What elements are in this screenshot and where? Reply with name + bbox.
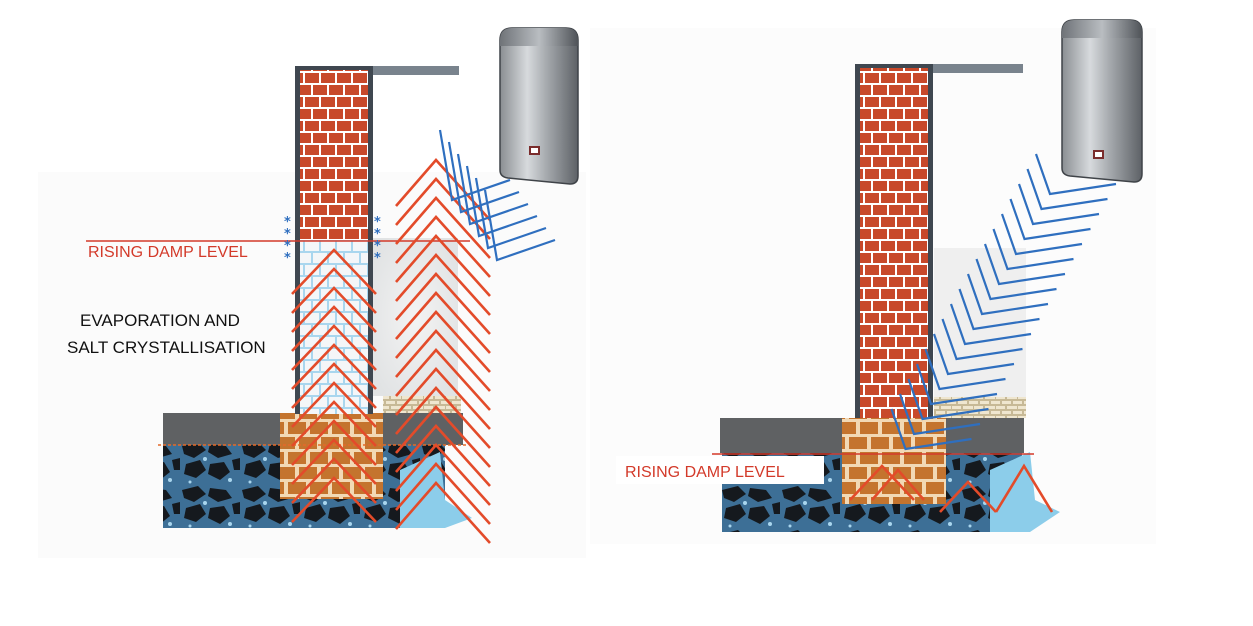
groundwater: [400, 452, 472, 528]
red-wave-chevron: [395, 386, 491, 449]
blue-wave-chevron: [1034, 153, 1117, 196]
red-waves-radiating: [395, 158, 491, 544]
red-wave-chevron: [395, 481, 491, 544]
svg-text:*: *: [284, 239, 291, 254]
svg-text:*: *: [374, 215, 381, 230]
blue-wave-chevron: [915, 363, 998, 406]
blue-wave-chevron: [1017, 183, 1100, 226]
blue-wave-chevron: [465, 165, 538, 238]
red-wave-chevron: [395, 196, 491, 259]
wall-dehumidifier-device-icon: [499, 27, 579, 185]
wall-dehumidifier-device-icon-right: [1061, 19, 1143, 183]
blue-wave-chevron: [1009, 198, 1091, 241]
blue-wave-chevron: [890, 408, 972, 451]
blue-waves-from-device-right: [890, 153, 1117, 451]
dry-brick-wall-right: [860, 68, 928, 418]
blue-wave-chevron: [907, 378, 989, 421]
red-wave-chevron: [291, 248, 377, 295]
red-wave-chevron: [395, 424, 491, 487]
blue-wave-chevron: [456, 153, 529, 226]
blue-wave-chevron: [975, 258, 1057, 301]
blue-wave-chevron: [447, 141, 520, 214]
red-wave-chevron: [395, 443, 491, 506]
svg-text:*: *: [284, 215, 291, 230]
right-panel: RISING DAMP LEVEL: [590, 19, 1156, 544]
red-waves-foundation: [849, 463, 1054, 513]
blue-wave-chevron: [924, 348, 1006, 391]
red-wave-chevron: [395, 462, 491, 525]
floor-slab-right-1: [720, 418, 842, 453]
left-panel: **** **** RISING DAMP LEVEL EVAPORATION …: [38, 27, 586, 558]
red-wave-chevron: [291, 476, 377, 523]
blue-wave-chevron: [992, 228, 1074, 271]
blue-wave-chevron: [932, 333, 1015, 376]
blue-wave-chevron: [983, 243, 1066, 286]
dry-brick-wall: [300, 70, 368, 240]
right-damp-label: RISING DAMP LEVEL: [625, 464, 785, 481]
floor-slab-right-2: [946, 418, 1024, 453]
blue-waves-from-device: [438, 129, 556, 262]
red-wave-chevron: [291, 400, 377, 447]
annotation-line-1: EVAPORATION AND: [80, 311, 240, 330]
floor-slab-left: [163, 413, 295, 445]
ceiling-bar-right: [933, 64, 1023, 73]
blue-wave-chevron: [474, 177, 547, 250]
blue-wave-chevron: [966, 273, 1049, 316]
svg-text:*: *: [374, 227, 381, 242]
red-waves-through-wall: [291, 248, 377, 523]
red-wave-chevron: [395, 405, 491, 468]
red-wave-chevron: [395, 234, 491, 297]
red-wave-chevron: [291, 305, 377, 352]
red-wave-chevron: [395, 253, 491, 316]
blue-wave-chevron: [1026, 168, 1108, 211]
red-wave-chevron: [291, 267, 377, 314]
right-label-box: [616, 456, 824, 484]
red-wave-chevron: [395, 291, 491, 354]
red-wave-chevron: [291, 438, 377, 485]
red-wave-chevron: [291, 343, 377, 390]
red-wave-chevron: [395, 272, 491, 335]
blue-wave-chevron: [958, 288, 1040, 331]
blue-wave-chevron: [949, 303, 1032, 346]
left-damp-label: RISING DAMP LEVEL: [88, 244, 248, 261]
red-wave-chevron: [291, 381, 377, 428]
svg-text:*: *: [374, 251, 381, 266]
red-wave-chevron: [291, 457, 377, 504]
ceiling-bar: [373, 66, 459, 75]
annotation-line-2: SALT CRYSTALLISATION: [67, 338, 266, 357]
red-wave-chevron: [395, 329, 491, 392]
svg-text:*: *: [284, 227, 291, 242]
red-wave-chevron: [395, 215, 491, 278]
red-wave-chevron: [291, 324, 377, 371]
blue-wave-chevron: [898, 393, 981, 436]
red-wave-chevron: [395, 310, 491, 373]
groundwater-right: [990, 452, 1060, 532]
blue-wave-chevron: [483, 189, 556, 262]
red-wave-chevron: [395, 177, 491, 240]
red-wave-chevron: [291, 419, 377, 466]
red-wave-chevron: [291, 362, 377, 409]
svg-text:*: *: [284, 251, 291, 266]
svg-text:*: *: [374, 239, 381, 254]
red-wave-chevron: [395, 348, 491, 411]
blue-wave-chevron: [1000, 213, 1083, 256]
red-wave-chevron: [291, 286, 377, 333]
red-wave-chevron: [395, 367, 491, 430]
blue-wave-chevron: [941, 318, 1023, 361]
blue-wave-chevron: [438, 129, 511, 202]
evaporation-asterisks: **** ****: [284, 215, 381, 266]
